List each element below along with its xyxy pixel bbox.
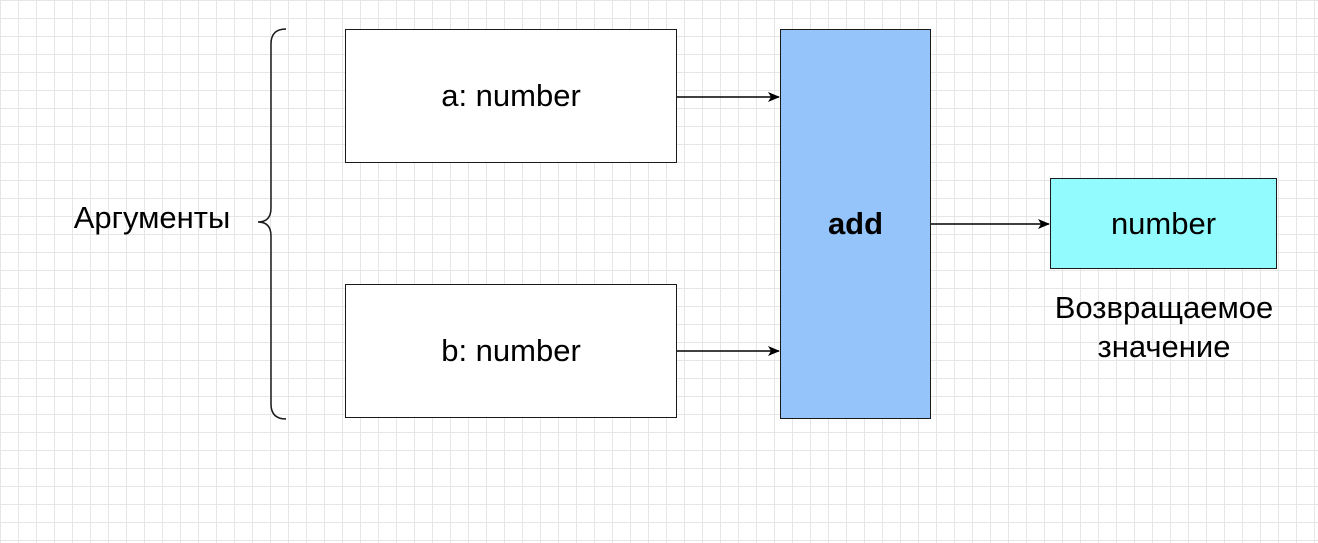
function-add-box[interactable]: add (780, 29, 931, 419)
arguments-curly-brace (257, 28, 287, 420)
argument-a-box[interactable]: a: number (345, 29, 677, 163)
return-type-label: number (1110, 205, 1217, 241)
arguments-annotation: Аргументы (73, 200, 231, 235)
argument-a-label: a: number (441, 78, 581, 113)
return-type-box[interactable]: number (1050, 178, 1277, 269)
argument-b-box[interactable]: b: number (345, 284, 677, 418)
function-add-label: add (827, 206, 884, 241)
return-value-annotation: Возвращаемое значение (1054, 290, 1274, 364)
argument-b-label: b: number (441, 333, 581, 368)
